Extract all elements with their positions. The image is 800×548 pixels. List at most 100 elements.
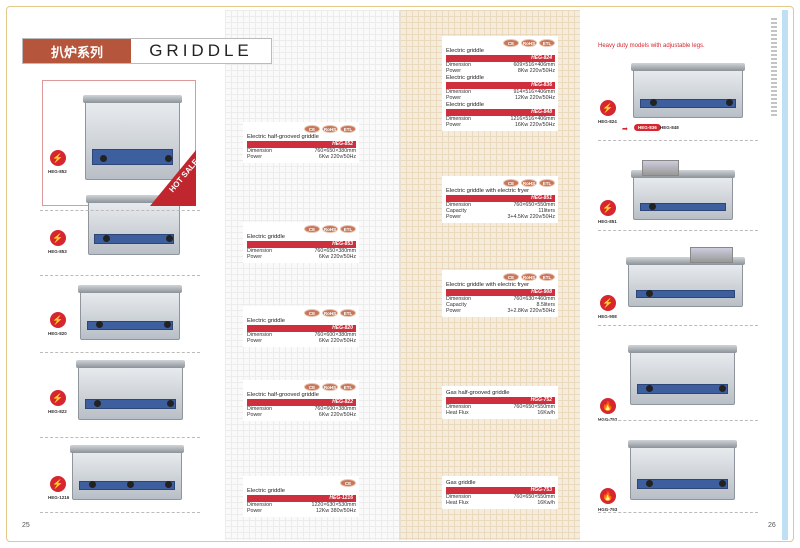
control-panel	[85, 398, 176, 410]
spec-value: 760×630×460mm	[513, 296, 555, 302]
model-label: HEG-851	[598, 219, 617, 224]
cert-rohs-icon: RoHS	[322, 225, 338, 233]
heavy-duty-note: Heavy duty models with adjustable legs.	[598, 43, 705, 49]
spec-label: Heat Flux	[446, 410, 469, 416]
control-knob	[165, 154, 173, 162]
griddle-plate	[78, 285, 182, 293]
control-knob	[646, 385, 654, 393]
spec-label: Dimension	[446, 202, 472, 208]
section-header: 扒炉系列 GRIDDLE	[22, 38, 272, 64]
page-spine	[399, 10, 401, 540]
product-title: Electric griddle	[247, 234, 286, 240]
cert-logos: CE	[247, 479, 356, 487]
control-knob	[164, 321, 172, 329]
product-title: Electric griddle	[446, 102, 485, 108]
spec-value: 3+2.8Kw 220v/50Hz	[507, 308, 555, 314]
spec-value: 914×516×406mm	[513, 89, 555, 95]
spec-value: 16Kw/h	[537, 410, 555, 416]
control-panel	[86, 320, 174, 331]
cert-ce-icon: CE	[503, 273, 519, 281]
page-number-left: 25	[22, 522, 30, 529]
electric-plug-icon: ⚡	[50, 476, 66, 492]
control-knob	[95, 321, 103, 329]
model-code-bar: HEG-824	[446, 55, 555, 62]
control-knob	[164, 481, 172, 489]
left-grid-background	[225, 10, 400, 540]
cert-rohs-icon: RoHS	[521, 39, 537, 47]
dashed-divider	[40, 210, 200, 211]
control-knob	[648, 202, 656, 210]
cert-etl-icon: ETL	[539, 39, 555, 47]
model-label: HEG-1216	[48, 495, 70, 500]
page-title: GRIDDLE	[149, 41, 253, 60]
spec-label: Dimension	[446, 494, 472, 500]
model-label: HGG-753	[598, 507, 618, 512]
cert-ce-icon: CE	[304, 125, 320, 133]
spec-label: Dimension	[247, 502, 273, 508]
spec-label: Power	[247, 508, 263, 514]
spec-label: Dimension	[247, 406, 273, 412]
cert-rohs-icon: RoHS	[322, 309, 338, 317]
griddle-plate	[83, 95, 182, 103]
spec-label: Power	[446, 122, 462, 128]
product-title: Electric half-grooved griddle	[247, 134, 319, 140]
cert-etl-icon: ETL	[539, 273, 555, 281]
product-image	[626, 247, 745, 307]
product-title: Electric griddle	[247, 488, 286, 494]
cert-rohs-icon: RoHS	[322, 125, 338, 133]
product-image	[70, 445, 184, 500]
product-image	[86, 195, 182, 255]
cert-ce-icon: CE	[304, 225, 320, 233]
cert-etl-icon: ETL	[340, 383, 356, 391]
cert-rohs-icon: RoHS	[521, 273, 537, 281]
control-panel	[635, 289, 736, 299]
vertical-contact-text	[771, 18, 777, 118]
spec-label: Capacity	[446, 302, 467, 308]
spec-value: 1216×516×406mm	[510, 116, 555, 122]
dashed-divider	[40, 352, 200, 353]
dashed-divider	[40, 512, 200, 513]
page-number-right: 26	[768, 522, 776, 529]
product-image	[83, 95, 182, 180]
dashed-divider	[598, 420, 758, 421]
spec-label: Power	[446, 95, 462, 101]
model-code-bar: HEG-836	[446, 82, 555, 89]
product-image	[631, 160, 735, 220]
cert-ce-icon: CE	[503, 39, 519, 47]
electric-plug-icon: ⚡	[50, 230, 66, 246]
spec-value: 8Kw 220v/50Hz	[517, 68, 555, 74]
control-knob	[127, 481, 134, 489]
control-panel	[639, 202, 727, 212]
griddle-plate	[76, 360, 185, 368]
spec-value: 3+4.5Kw 220v/50Hz	[507, 214, 555, 220]
spec-value: 760×650×380mm	[314, 148, 356, 154]
control-panel	[94, 233, 174, 245]
dashed-divider	[598, 325, 758, 326]
model-label: HEG-820	[48, 331, 67, 336]
model-label: HEG-848	[660, 125, 679, 130]
spec-value: 16Kw 220v/50Hz	[514, 122, 555, 128]
cert-etl-icon: ETL	[340, 225, 356, 233]
spec-label: Power	[247, 412, 263, 418]
product-title: Electric griddle	[446, 75, 485, 81]
spec-label: Dimension	[247, 248, 273, 254]
cert-rohs-icon: RoHS	[521, 179, 537, 187]
electric-plug-icon: ⚡	[600, 200, 616, 216]
